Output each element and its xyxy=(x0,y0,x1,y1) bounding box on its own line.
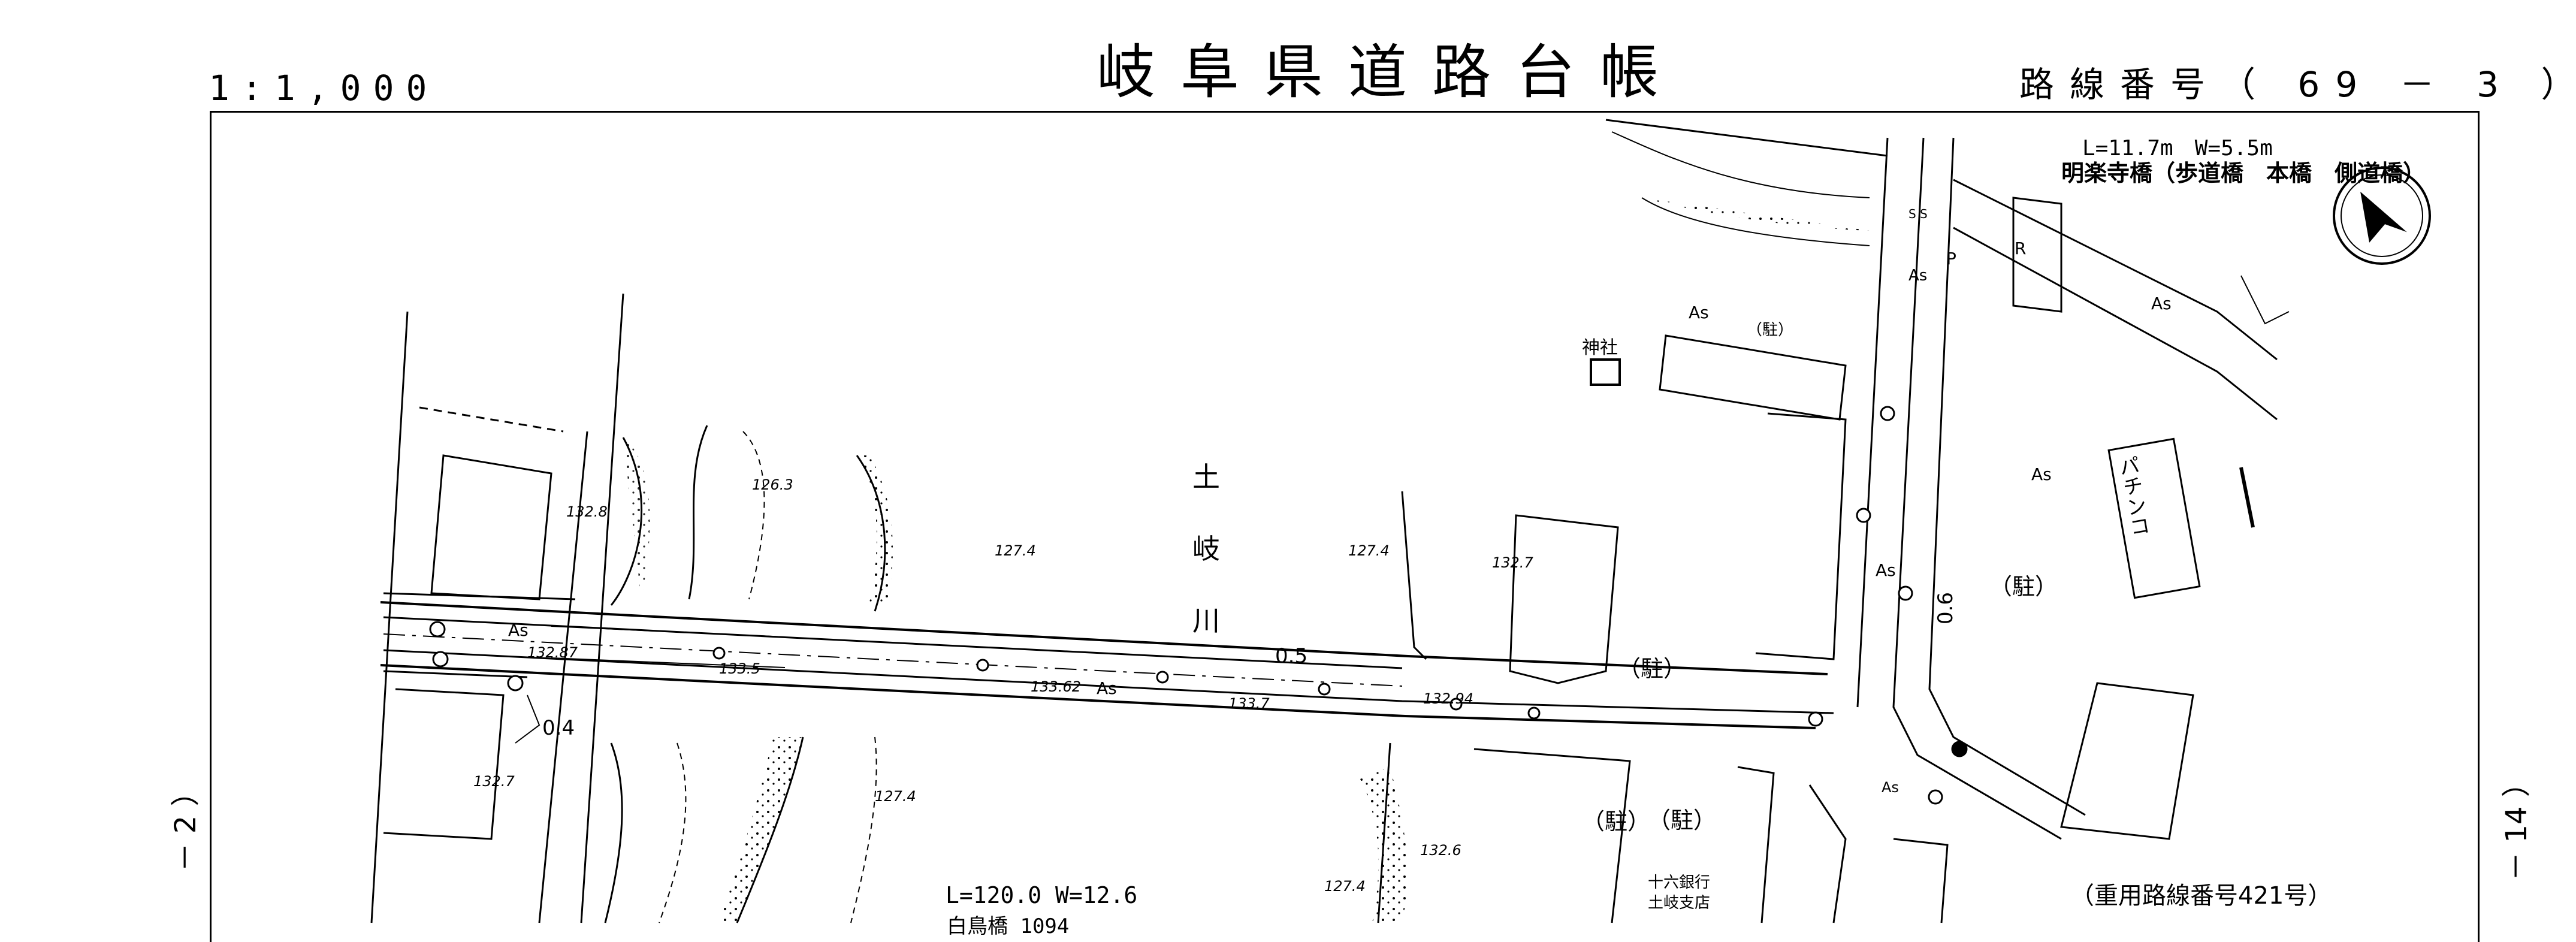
elevation-label: 133.5 xyxy=(719,660,760,677)
asphalt-label: As xyxy=(1882,779,1899,796)
elevation-label: 133.7 xyxy=(1228,695,1270,712)
asphalt-label: As xyxy=(1876,560,1896,580)
bank-branch-label: 土岐支店 xyxy=(1648,894,1711,912)
map-scale: 1:1,000 xyxy=(209,68,439,108)
survey-markers xyxy=(429,406,1968,805)
parking-label-top: （駐） xyxy=(1747,321,1794,339)
river-label-char-1: 土 xyxy=(1192,461,1220,493)
bridge-main-name: 明楽寺橋（歩道橋 本橋 側道橋） xyxy=(2061,160,2426,186)
asphalt-label: As xyxy=(1908,267,1928,285)
asphalt-label: As xyxy=(1097,678,1117,698)
parking-label-bottom-2: （駐） xyxy=(1648,807,1717,834)
elevation-label: 127.4 xyxy=(1324,878,1366,895)
map-frame xyxy=(210,111,2480,942)
sheet-title: 岐阜県道路台帳 xyxy=(1097,38,1684,107)
river-label-char-2: 岐 xyxy=(1192,533,1220,565)
width-label: 0.6 xyxy=(1934,591,1958,625)
elevation-label: 133.62 xyxy=(1031,678,1081,695)
overlap-route-label: （重用路線番号421号） xyxy=(2070,882,2332,910)
main-road xyxy=(372,601,1834,729)
elevation-label: 132.94 xyxy=(1423,690,1473,707)
asphalt-label: As xyxy=(508,620,529,640)
north-arrow-icon xyxy=(2333,167,2431,265)
ramp-label: R xyxy=(2015,238,2027,258)
elevation-label: 127.4 xyxy=(1348,542,1390,559)
asphalt-label: As xyxy=(2151,294,2172,313)
elevation-label: 132.7 xyxy=(1492,554,1533,571)
elevation-label: 132.87 xyxy=(527,644,578,661)
river-label-char-3: 川 xyxy=(1192,605,1220,637)
shrine-building xyxy=(1590,358,1621,386)
bridge-main-dimensions: L=11.7m W=5.5m xyxy=(2082,136,2273,161)
parking-lot-label: P xyxy=(1946,249,1956,268)
sidewalk-label: S S xyxy=(1908,207,1928,221)
route-number: 路線番号（ 69 － 3 ） xyxy=(2019,64,2576,105)
elevation-label: 132.8 xyxy=(566,503,608,520)
river-banks xyxy=(604,425,1427,923)
shrine-label: 神社 xyxy=(1582,337,1618,358)
parking-label-middle: （駐） xyxy=(1618,656,1687,682)
left-streets xyxy=(370,293,624,923)
elevation-label: 127.4 xyxy=(875,788,916,805)
width-label: 0.5 xyxy=(1275,644,1308,668)
width-label: 0.4 xyxy=(542,716,575,740)
bridge-river-name: 白鳥橋 1094 xyxy=(947,914,1070,938)
parking-label-right: （駐） xyxy=(1989,573,2058,600)
elevation-label: 132.7 xyxy=(473,773,515,790)
bridge-river-dimensions: L=120.0 W=12.6 xyxy=(946,882,1138,908)
right-district xyxy=(1473,119,2290,923)
elevation-label: 132.6 xyxy=(1420,842,1461,859)
asphalt-label: As xyxy=(1689,303,1709,322)
elevation-label: 126.3 xyxy=(752,476,793,493)
asphalt-label: As xyxy=(2031,464,2052,484)
elevation-label: 127.4 xyxy=(995,542,1036,559)
bank-label: 十六銀行 xyxy=(1648,874,1711,892)
parking-label-bottom-1: （駐） xyxy=(1582,808,1651,835)
